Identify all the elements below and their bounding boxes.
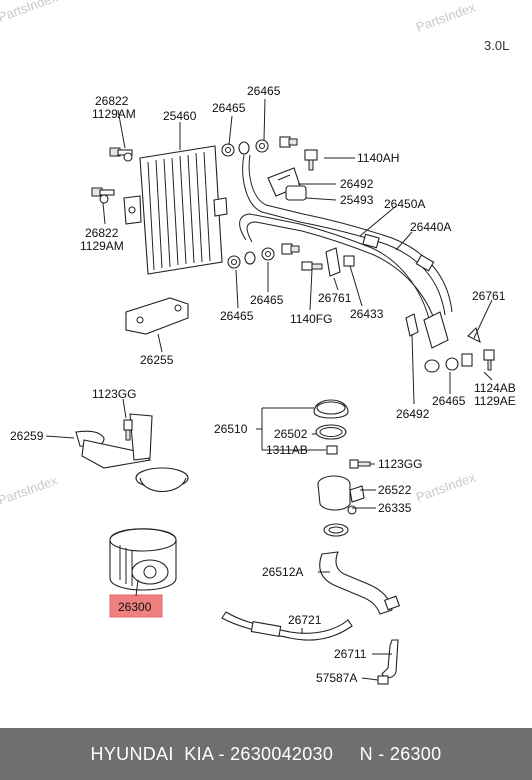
label-25493: 25493 [340,193,374,207]
cooler-bolt-upper [109,147,133,162]
oil-cooler-lines [239,154,453,333]
parts-diagram: PartsIndex PartsIndex PartsIndex PartsIn… [0,0,516,685]
bolt-1140FG [301,261,323,271]
label-26492-lower: 26492 [396,407,430,421]
cooler-bolt-lower [91,187,115,204]
oil-filter [109,528,177,591]
label-1129AM-lower: 1129AM [80,239,124,253]
label-1140FG: 1140FG [290,312,332,326]
label-26465-c: 26465 [250,293,284,307]
label-26522: 26522 [378,483,412,497]
label-26512A: 26512A [262,565,303,579]
filler-neck [317,475,365,537]
label-1129AE: 1129AE [474,394,516,408]
hose-26512A [319,551,401,615]
label-1129AM-upper: 1129AM [92,107,136,121]
label-1311AB: 1311AB [266,443,308,457]
label-26465-a: 26465 [212,101,246,115]
label-26711: 26711 [334,647,367,661]
tube-26711 [377,639,399,685]
watermark-mid-right: PartsIndex [414,469,478,505]
bolt-1140AH [304,149,318,171]
banjo-bolt-lower [281,243,300,255]
label-26822-upper: 26822 [95,94,129,108]
banjo-bolt-upper [279,136,298,148]
label-1123GG-left: 1123GG [92,387,136,401]
label-26300: 26300 [118,600,152,614]
bracket-26255 [125,297,189,335]
fitting-right [405,311,495,373]
hose-26721 [221,611,353,641]
label-26465-e: 26465 [432,394,466,408]
label-26761-lower: 26761 [472,289,506,303]
label-26440A: 26440A [410,220,451,234]
nut-26433 [343,255,355,267]
label-25460: 25460 [163,109,197,123]
engine-label: 3.0L [484,38,509,53]
oil-cooler [123,145,228,275]
label-26465-d: 26465 [220,309,254,323]
washer-lower [227,247,275,269]
label-26761-upper: 26761 [318,291,352,305]
label-26510: 26510 [214,422,248,436]
label-1124AB: 1124AB [474,381,516,395]
leader-lines [45,98,493,681]
watermark-top-left: PartsIndex [0,0,60,25]
label-26255: 26255 [140,353,174,367]
watermark-top-right: PartsIndex [414,0,478,35]
grommet-25493 [285,185,307,201]
oil-strainer [75,413,189,492]
label-26465-b: 26465 [247,84,281,98]
label-26335: 26335 [378,501,412,515]
label-1123GG-right: 1123GG [378,457,422,471]
part-labels: 26822 1129AM 25460 26465 26465 1140AH 26… [10,84,516,685]
label-26492-upper: 26492 [340,177,374,191]
label-1140AH: 1140AH [357,151,399,165]
label-57587A: 57587A [316,671,357,685]
label-26433: 26433 [350,307,384,321]
filler-cap [313,399,371,469]
label-26502: 26502 [274,427,308,441]
footer-part-number: HYUNDAI KIA - 2630042030 N - 26300 [0,728,532,780]
label-26259: 26259 [10,429,44,443]
label-26822-lower: 26822 [85,226,119,240]
clamp-26761-upper [325,247,341,277]
label-26721: 26721 [288,613,322,627]
watermark-mid-left: PartsIndex [0,472,60,508]
washer-upper [221,139,269,157]
label-26450A: 26450A [384,197,425,211]
